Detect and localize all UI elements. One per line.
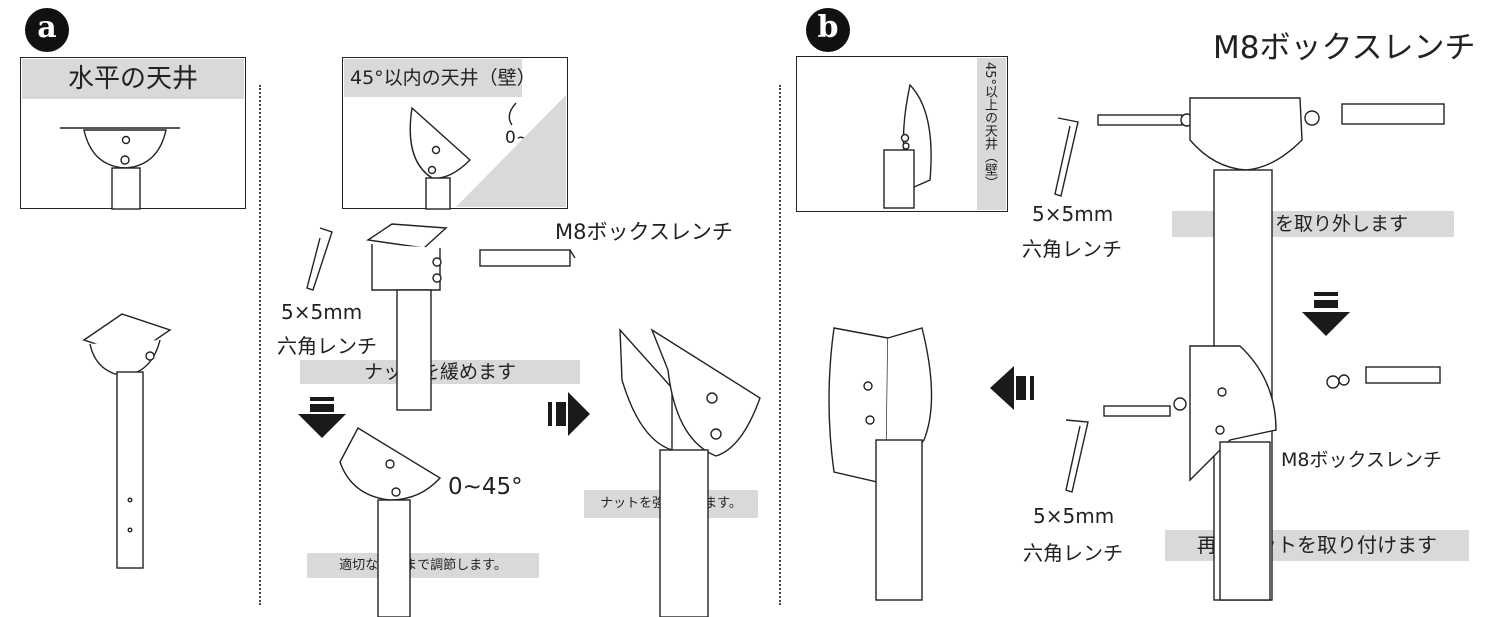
mount-tightened [619, 328, 761, 617]
down-arrow-a [298, 397, 346, 438]
horizontal-ceiling-title: 水平の天井 [22, 59, 244, 99]
angle-range-label-2: 0~45° [448, 474, 523, 500]
hex-wrench-size-b-top: 5×5mm [1032, 202, 1114, 226]
box-wrench-a [479, 249, 576, 267]
hex-wrench-a [306, 227, 333, 291]
hex-wrench-b-top [1054, 117, 1079, 197]
ceiling-over-45-title: 45°以上の天井（壁） [982, 62, 997, 190]
box-wrench-label-b-bottom: M8ボックスレンチ [1281, 449, 1442, 471]
box-wrench-b-bottom [1365, 366, 1441, 384]
right-arrow-a [548, 392, 590, 436]
separator-right [779, 85, 781, 605]
inset-45-mount [409, 95, 566, 210]
bolt-b-bottom [1103, 374, 1350, 417]
down-arrow-b [1302, 292, 1350, 336]
box-wrench-label-b-top: M8ボックスレンチ [1213, 30, 1476, 66]
box-wrench-label-a: M8ボックスレンチ [555, 220, 733, 244]
left-arrow-b [990, 366, 1034, 410]
mount-wall-final [828, 327, 933, 601]
separator-left [259, 85, 261, 605]
hex-wrench-size-a: 5×5mm [281, 300, 363, 324]
box-wrench-b-top [1341, 103, 1445, 125]
ceiling-45-title: 45°以内の天井（壁） [344, 59, 536, 97]
mount-vertical-tall [82, 313, 172, 569]
ceiling-over-45-title-bar [977, 58, 1006, 210]
mount-adjust [339, 427, 442, 617]
hex-wrench-name-a: 六角レンチ [277, 334, 377, 358]
mount-loosen [366, 223, 448, 411]
inset-horizontal-mount [60, 127, 180, 210]
hex-wrench-b-bottom [1065, 419, 1089, 493]
section-b-badge: b [806, 8, 850, 52]
hex-wrench-size-b-bottom: 5×5mm [1033, 504, 1115, 528]
hex-wrench-name-b-top: 六角レンチ [1022, 237, 1122, 261]
section-a-badge: a [25, 8, 69, 52]
hex-wrench-name-b-bottom: 六角レンチ [1023, 541, 1123, 565]
inset-over-45-mount [883, 83, 932, 209]
mount-b-reattach [1189, 345, 1277, 601]
